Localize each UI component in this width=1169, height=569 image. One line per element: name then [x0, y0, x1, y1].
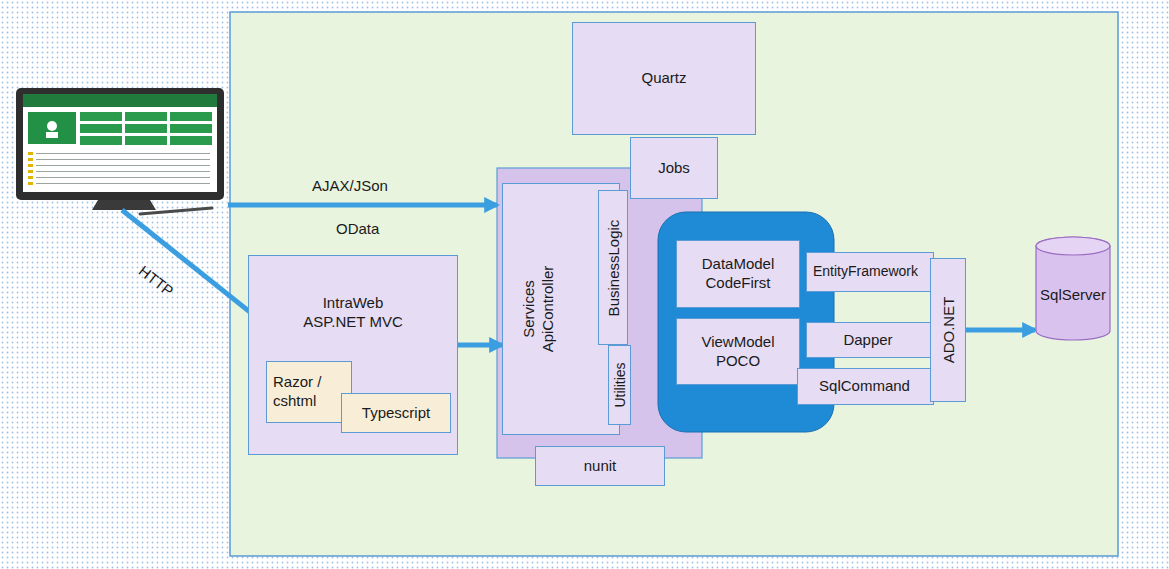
sqlcommand-box: SqlCommand: [797, 368, 934, 405]
protocol-label: AJAX/JSon: [312, 177, 388, 194]
box-label: Dapper: [843, 331, 892, 350]
ajax-arrow: [228, 203, 497, 208]
view-model-box: ViewModel POCO: [676, 318, 800, 385]
box-label: Services ApiController: [520, 254, 558, 364]
box-label: Razor / cshtml: [273, 373, 343, 411]
box-label: EntityFramework: [813, 263, 918, 281]
utilities-box: Utilities: [608, 345, 631, 425]
jobs-box: Jobs: [630, 137, 718, 199]
system-panel: [230, 12, 1118, 556]
box-label: nunit: [584, 457, 617, 476]
test-box: nunit: [535, 446, 665, 486]
box-label: Quartz: [641, 69, 686, 88]
laptop-illustration: [16, 88, 224, 214]
protocol-label: OData: [336, 220, 379, 237]
database-cylinder: SqlServer: [1035, 236, 1111, 342]
dapper-box: Dapper: [806, 322, 934, 358]
typescript-box: Typescript: [341, 393, 451, 433]
orm-box: EntityFramework: [806, 252, 934, 292]
view-engine-box: Razor / cshtml: [266, 361, 352, 423]
protocol-label: HTTP: [136, 262, 177, 300]
box-label: SqlServer: [1040, 286, 1106, 305]
box-label: DataModel CodeFirst: [684, 255, 792, 293]
box-label: Jobs: [658, 159, 690, 178]
data-model-box: DataModel CodeFirst: [676, 240, 800, 308]
web-app-box: IntraWeb ASP.NET MVC Razor / cshtmlTypesc…: [248, 255, 458, 455]
adonet-box: ADO.NET: [930, 258, 966, 402]
box-label: SqlCommand: [819, 377, 910, 396]
box-label: Typescript: [362, 404, 430, 423]
box-label: IntraWeb ASP.NET MVC: [294, 294, 412, 332]
flow-arrow: [458, 343, 502, 348]
scheduler-box: Quartz: [572, 22, 756, 135]
flow-arrow: [966, 328, 1035, 333]
box-label: ADO.NET: [940, 260, 959, 400]
box-label: Utilities: [612, 346, 630, 424]
box-label: ViewModel POCO: [684, 333, 792, 371]
box-label: BusinessLogic: [605, 193, 624, 343]
business-logic-box: BusinessLogic: [598, 190, 628, 345]
